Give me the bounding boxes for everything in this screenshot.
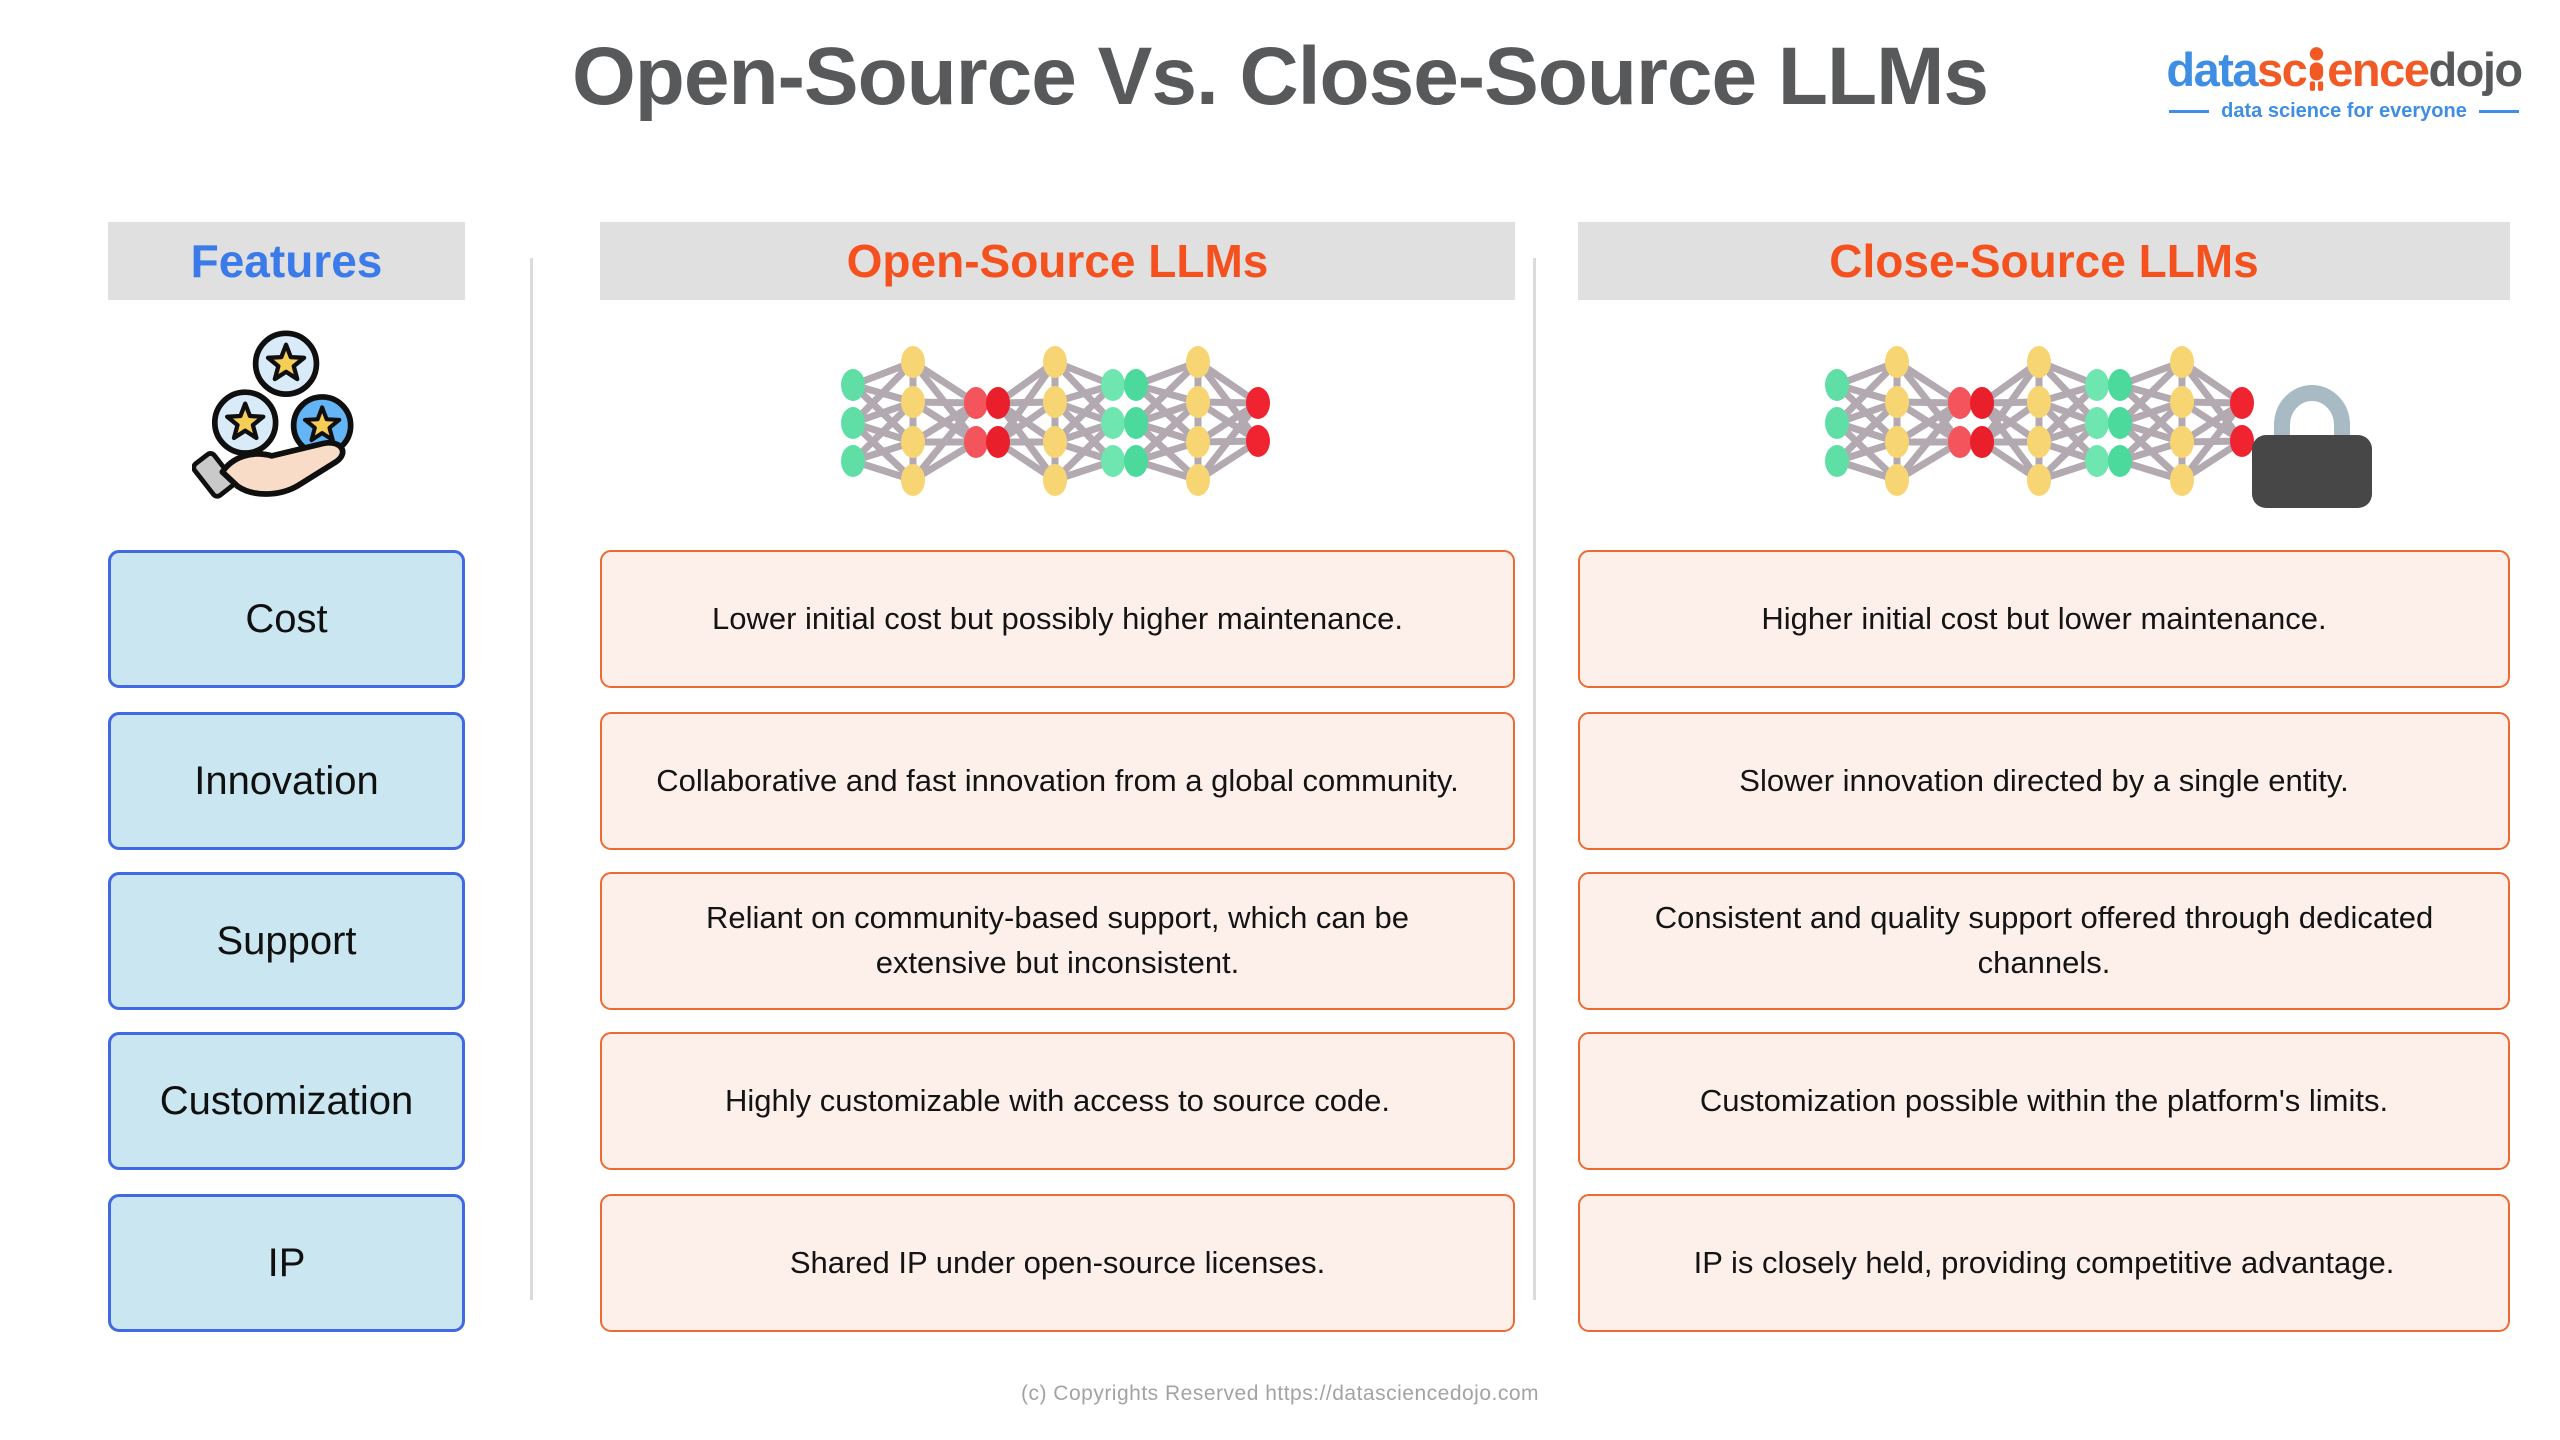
close-source-support-cell: Consistent and quality support offered t… bbox=[1578, 872, 2510, 1010]
open-source-cost-cell: Lower initial cost but possibly higher m… bbox=[600, 550, 1515, 688]
feature-label: IP bbox=[267, 1240, 306, 1285]
close-source-cost-cell: Higher initial cost but lower maintenanc… bbox=[1578, 550, 2510, 688]
feature-label: Cost bbox=[245, 596, 328, 641]
logo-word-dojo: dojo bbox=[2428, 43, 2523, 96]
feature-box-support: Support bbox=[108, 872, 465, 1010]
cell-text: IP is closely held, providing competitiv… bbox=[1693, 1244, 2395, 1280]
open-source-innovation-cell: Collaborative and fast innovation from a… bbox=[600, 712, 1515, 850]
tagline-dash-left bbox=[2169, 110, 2210, 114]
feature-label: Customization bbox=[159, 1078, 414, 1123]
close-source-innovation-cell: Slower innovation directed by a single e… bbox=[1578, 712, 2510, 850]
tagline-text: data science for everyone bbox=[2221, 100, 2467, 122]
feature-box-customization: Customization bbox=[108, 1032, 465, 1170]
neural-network-icon bbox=[828, 340, 1278, 510]
cell-text: Higher initial cost but lower maintenanc… bbox=[1761, 600, 2327, 636]
column-divider bbox=[530, 258, 533, 1300]
close-source-header-label: Close-Source LLMs bbox=[1829, 235, 2259, 287]
close-source-column-header: Close-Source LLMs bbox=[1578, 222, 2510, 300]
open-source-ip-cell: Shared IP under open-source licenses. bbox=[600, 1194, 1515, 1332]
open-source-customization-cell: Highly customizable with access to sourc… bbox=[600, 1032, 1515, 1170]
tagline-dash-right bbox=[2478, 110, 2519, 114]
logo-word-science-right: ence bbox=[2327, 43, 2430, 96]
feature-box-ip: IP bbox=[108, 1194, 465, 1332]
features-header-label: Features bbox=[190, 235, 383, 287]
copyright-footer: (c) Copyrights Reserved https://datascie… bbox=[1020, 1382, 1540, 1405]
cell-text: Customization possible within the platfo… bbox=[1699, 1082, 2389, 1118]
hand-with-stars-icon bbox=[191, 320, 382, 510]
cell-text: Reliant on community-based support, whic… bbox=[705, 900, 1410, 980]
sitting-person-icon bbox=[2307, 47, 2326, 91]
cell-text: Consistent and quality support offered t… bbox=[1654, 900, 2434, 980]
close-source-ip-cell: IP is closely held, providing competitiv… bbox=[1578, 1194, 2510, 1332]
page-title: Open-Source Vs. Close-Source LLMs bbox=[572, 31, 1989, 122]
open-source-column-header: Open-Source LLMs bbox=[600, 222, 1515, 300]
feature-box-innovation: Innovation bbox=[108, 712, 465, 850]
cell-text: Shared IP under open-source licenses. bbox=[789, 1244, 1326, 1280]
column-divider bbox=[1533, 258, 1536, 1300]
open-source-support-cell: Reliant on community-based support, whic… bbox=[600, 872, 1515, 1010]
feature-label: Innovation bbox=[194, 758, 379, 803]
cell-text: Slower innovation directed by a single e… bbox=[1739, 762, 2349, 798]
close-source-customization-cell: Customization possible within the platfo… bbox=[1578, 1032, 2510, 1170]
neural-network-locked-icon bbox=[1812, 340, 2372, 510]
logo-word-science-left: sc bbox=[2257, 43, 2308, 96]
cell-text: Collaborative and fast innovation from a… bbox=[656, 762, 1459, 798]
lock-icon bbox=[2252, 385, 2372, 508]
feature-box-cost: Cost bbox=[108, 550, 465, 688]
features-column-header: Features bbox=[108, 222, 465, 300]
cell-text: Lower initial cost but possibly higher m… bbox=[712, 600, 1403, 636]
feature-label: Support bbox=[216, 918, 357, 963]
logo-tagline: data science for everyone bbox=[2154, 100, 2534, 123]
open-source-header-label: Open-Source LLMs bbox=[846, 235, 1269, 287]
logo-word-data: data bbox=[2166, 43, 2258, 96]
cell-text: Highly customizable with access to sourc… bbox=[724, 1082, 1391, 1118]
